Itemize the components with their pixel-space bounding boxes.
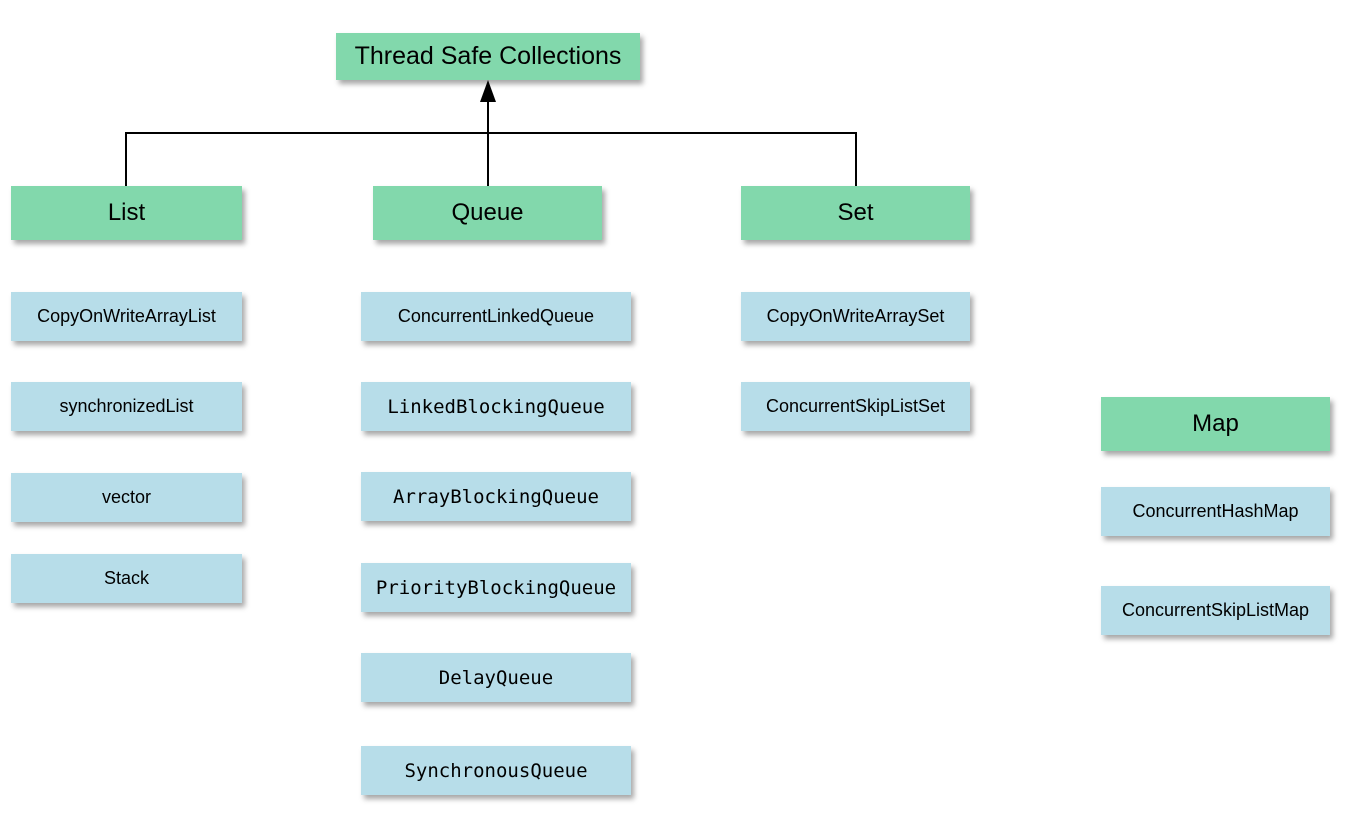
node-label: ConcurrentLinkedQueue (397, 306, 595, 326)
node-concurrentskiplistmap: ConcurrentSkipListMap (1101, 586, 1330, 635)
node-synchronousqueue: SynchronousQueue (361, 746, 631, 795)
node-label: Queue (451, 199, 524, 226)
node-label: synchronizedList (59, 396, 194, 416)
node-label: List (107, 199, 146, 226)
node-vector: vector (11, 473, 242, 522)
node-label: ConcurrentSkipListSet (765, 396, 946, 416)
node-label: ConcurrentHashMap (1132, 501, 1299, 521)
node-concurrentskiplistset: ConcurrentSkipListSet (741, 382, 970, 431)
node-priorityblockingqueue: PriorityBlockingQueue (361, 563, 631, 612)
node-label: ArrayBlockingQueue (393, 485, 599, 508)
node-label: Set (837, 199, 874, 226)
node-label: SynchronousQueue (404, 759, 588, 782)
node-queue-category: Queue (373, 186, 602, 240)
node-label: PriorityBlockingQueue (375, 576, 617, 599)
node-label: DelayQueue (438, 666, 554, 689)
node-label: Thread Safe Collections (354, 42, 622, 70)
node-label: CopyOnWriteArrayList (37, 306, 216, 326)
connector-arrow-shaft (487, 98, 489, 134)
node-stack: Stack (11, 554, 242, 603)
node-delayqueue: DelayQueue (361, 653, 631, 702)
node-arrayblockingqueue: ArrayBlockingQueue (361, 472, 631, 521)
node-label: Stack (103, 568, 150, 588)
connector-set-drop (855, 132, 857, 187)
connector-queue-drop (487, 132, 489, 187)
node-copyonwritearrayset: CopyOnWriteArraySet (741, 292, 970, 341)
node-list-category: List (11, 186, 242, 240)
arrowhead-up-icon (480, 80, 496, 102)
node-label: LinkedBlockingQueue (387, 395, 605, 418)
node-set-category: Set (741, 186, 970, 240)
node-map-category: Map (1101, 397, 1330, 451)
node-concurrenthashmap: ConcurrentHashMap (1101, 487, 1330, 536)
node-label: Map (1192, 410, 1239, 437)
node-label: CopyOnWriteArraySet (766, 306, 945, 326)
connector-horizontal (125, 132, 857, 134)
node-linkedblockingqueue: LinkedBlockingQueue (361, 382, 631, 431)
connector-list-drop (125, 132, 127, 187)
node-copyonwritearraylist: CopyOnWriteArrayList (11, 292, 242, 341)
node-concurrentlinkedqueue: ConcurrentLinkedQueue (361, 292, 631, 341)
node-label: vector (101, 487, 152, 507)
node-label: ConcurrentSkipListMap (1121, 600, 1310, 620)
node-synchronizedlist: synchronizedList (11, 382, 242, 431)
node-thread-safe-collections: Thread Safe Collections (336, 33, 640, 80)
